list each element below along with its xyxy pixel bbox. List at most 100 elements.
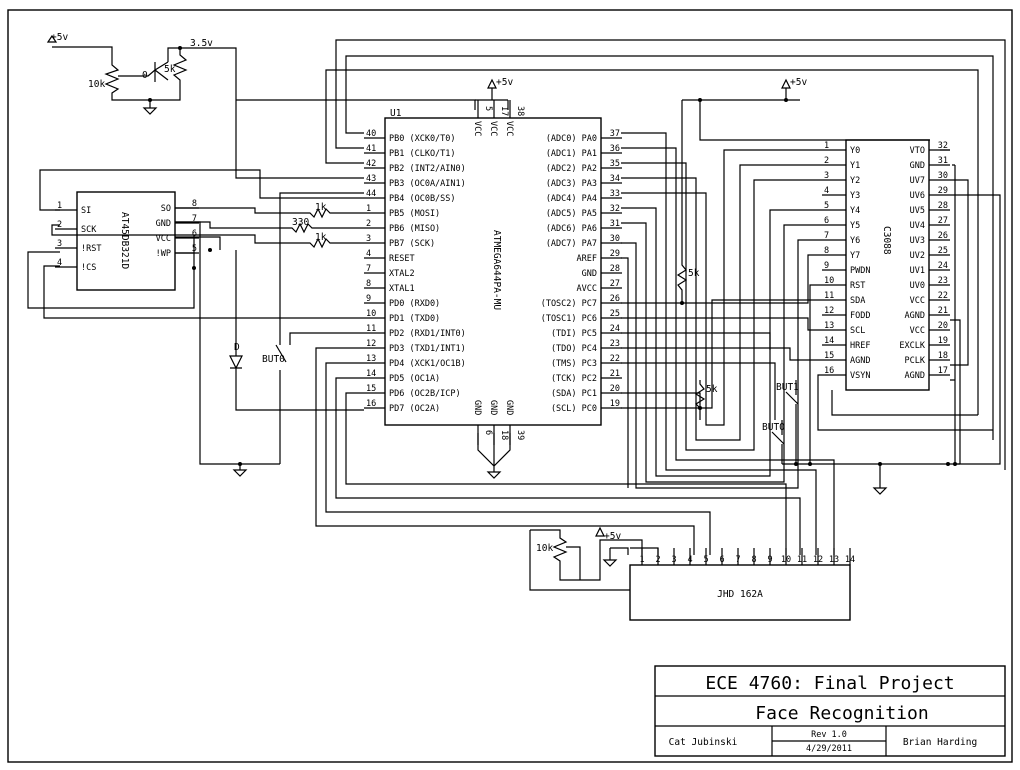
- title-block: ECE 4760: Final Project Face Recognition…: [654, 665, 1006, 757]
- u1-pin-number-1: 1: [366, 204, 371, 214]
- u1-pin-label-9: PD0 (RXD0): [389, 299, 440, 309]
- r330-label: 330: [292, 217, 309, 228]
- camera-pin-label-6: Y5: [850, 221, 860, 231]
- u1-pin-label-34: (ADC3) PA3: [546, 179, 597, 189]
- camera-part-name: C3088: [881, 226, 892, 255]
- r1k-label-2: 1k: [315, 232, 327, 243]
- u1-pin-number-34: 34: [610, 174, 620, 184]
- u1-pin-label-11: PD2 (RXD1/INT0): [389, 329, 466, 339]
- lcd-pin-number-6: 6: [719, 555, 724, 565]
- r1k-label-1: 1k: [315, 202, 327, 213]
- camera-pin-number-6: 6: [824, 216, 829, 226]
- u1-gnd-pin-label-18: GND: [488, 400, 498, 415]
- camera-pin-number-5: 5: [824, 201, 829, 211]
- camera-pin-number-8: 8: [824, 246, 829, 256]
- lcd-pot-label: 10k: [536, 543, 553, 554]
- flash-pin-label-3: !RST: [81, 244, 101, 254]
- camera-pin-label-13: SCL: [850, 326, 865, 336]
- wires: +5v +5v 1k 330 1k BUT0: [27, 39, 1006, 591]
- u1-pin-label-10: PD1 (TXD0): [389, 314, 440, 324]
- u1-pin-label-2: PB6 (MISO): [389, 224, 440, 234]
- u1-pin-number-9: 9: [366, 294, 371, 304]
- u1-pin-label-1: PB5 (MOSI): [389, 209, 440, 219]
- camera-pin-number-16: 16: [824, 366, 834, 376]
- camera-pin-number-20: 20: [938, 321, 948, 331]
- u1-gnd-pin-number-39: 39: [515, 430, 525, 440]
- u1-pin-number-30: 30: [610, 234, 620, 244]
- lcd-pin-number-13: 13: [829, 555, 839, 565]
- flash-pin-number-6: 6: [192, 229, 197, 239]
- u1-pin-number-21: 21: [610, 369, 620, 379]
- camera-pin-label-7: Y6: [850, 236, 860, 246]
- camera-pin-number-29: 29: [938, 186, 948, 196]
- camera-pin-label-16: VSYN: [850, 371, 870, 381]
- camera-pin-label-19: EXCLK: [899, 341, 925, 351]
- u1-pin-label-8: XTAL1: [389, 284, 415, 294]
- u1-pin-number-4: 4: [366, 249, 371, 259]
- u1-pin-number-41: 41: [366, 144, 376, 154]
- u1-pin-number-44: 44: [366, 189, 376, 199]
- camera-pin-label-24: UV1: [910, 266, 925, 276]
- camera-pin-label-14: HREF: [850, 341, 870, 351]
- u1-pin-label-31: (ADC6) PA6: [546, 224, 597, 234]
- u1-vcc-pin-number-38: 38: [515, 106, 525, 116]
- u1-ref: U1: [390, 108, 402, 119]
- camera-pin-label-22: VCC: [910, 296, 925, 306]
- r5k-pullup-1-label: 5k: [688, 268, 700, 279]
- u1-pin-label-42: PB2 (INT2/AIN0): [389, 164, 466, 174]
- title-course: ECE 4760: Final Project: [705, 673, 954, 694]
- u1-vcc-label: +5v: [496, 77, 513, 88]
- u1-pin-label-16: PD7 (OC2A): [389, 404, 440, 414]
- camera-pin-label-1: Y0: [850, 146, 860, 156]
- camera-pin-label-9: PWDN: [850, 266, 870, 276]
- lcd-pin-number-3: 3: [671, 555, 676, 565]
- lcd-pin-number-2: 2: [655, 555, 660, 565]
- flash-pin-number-8: 8: [192, 199, 197, 209]
- flash-pin-label-6: VCC: [156, 234, 171, 244]
- u1-gnd-pin-label-39: GND: [504, 400, 514, 415]
- camera-pin-number-18: 18: [938, 351, 948, 361]
- flash-pin-label-1: SI: [81, 206, 91, 216]
- u1-pin-number-8: 8: [366, 279, 371, 289]
- u1-pin-label-40: PB0 (XCK0/T0): [389, 134, 456, 144]
- camera-pin-label-4: Y3: [850, 191, 860, 201]
- u1-pin-number-33: 33: [610, 189, 620, 199]
- u1-pin-number-24: 24: [610, 324, 620, 334]
- camera-pin-number-10: 10: [824, 276, 834, 286]
- lcd-pin-number-14: 14: [845, 555, 855, 565]
- camera-pin-number-21: 21: [938, 306, 948, 316]
- u1-pin-label-15: PD6 (OC2B/ICP): [389, 389, 461, 399]
- u1-pin-number-43: 43: [366, 174, 376, 184]
- u1-pin-number-37: 37: [610, 129, 620, 139]
- u1-vcc-pin-label-5: VCC: [472, 121, 482, 136]
- camera-pin-label-21: AGND: [905, 311, 925, 321]
- u1-pin-label-22: (TMS) PC3: [551, 359, 597, 369]
- camera-pin-number-19: 19: [938, 336, 948, 346]
- camera-pin-label-32: VTO: [910, 146, 925, 156]
- camera-pin-number-26: 26: [938, 231, 948, 241]
- but1-label: BUT1: [776, 382, 799, 393]
- u1-pin-label-44: PB4 (OC0B/SS): [389, 194, 456, 204]
- u1-pin-label-27: AVCC: [577, 284, 597, 294]
- camera-pin-number-25: 25: [938, 246, 948, 256]
- lcd-pin-number-1: 1: [639, 555, 644, 565]
- u1-pin-number-28: 28: [610, 264, 620, 274]
- camera-pin-number-22: 22: [938, 291, 948, 301]
- u1-part-name: ATMEGA644PA-MU: [491, 230, 502, 310]
- camera-pin-label-5: Y4: [850, 206, 860, 216]
- lcd-pin-number-7: 7: [735, 555, 740, 565]
- lcd-pin-number-10: 10: [781, 555, 791, 565]
- lcd-pin-number-4: 4: [687, 555, 692, 565]
- u1-pin-label-19: (SCL) PC0: [551, 404, 597, 414]
- but0-right-label: BUT0: [762, 422, 785, 433]
- u1-pin-number-14: 14: [366, 369, 376, 379]
- u1-pin-number-11: 11: [366, 324, 376, 334]
- u1-pin-label-37: (ADC0) PA0: [546, 134, 597, 144]
- u1-pin-number-3: 3: [366, 234, 371, 244]
